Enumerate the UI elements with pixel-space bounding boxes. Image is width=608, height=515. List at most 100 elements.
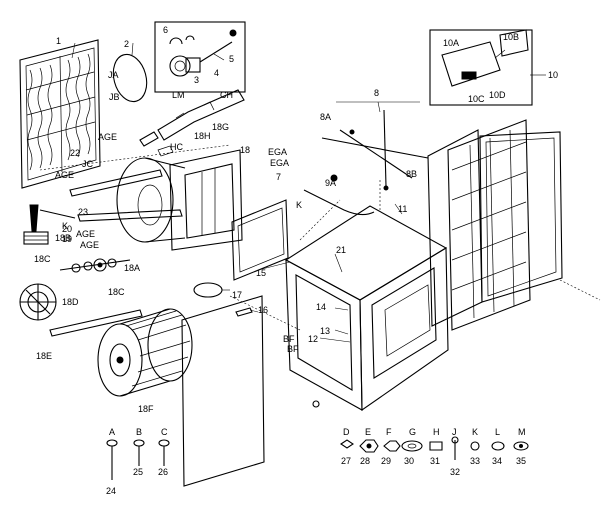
letter-codes: A B C D E F G H J K L M K K LM CH HC AGE… bbox=[55, 70, 526, 437]
code-B: B bbox=[136, 427, 142, 437]
callout-labels: 1 2 3 4 5 6 7 8 8A 8B 9A 10 10A 10B 10C … bbox=[34, 25, 558, 496]
pulley-wheel bbox=[19, 283, 57, 321]
callout-18G: 18G bbox=[212, 122, 229, 132]
right-filter-panels bbox=[427, 119, 601, 331]
callout-15: 15 bbox=[256, 268, 266, 278]
callout-16: 16 bbox=[258, 305, 268, 315]
callout-8B: 8B bbox=[406, 169, 417, 179]
code-CH: CH bbox=[220, 90, 233, 100]
front-grille bbox=[181, 295, 301, 487]
callout-32: 32 bbox=[450, 467, 460, 477]
code-H: H bbox=[433, 427, 440, 437]
code-K-cabinet: K bbox=[296, 200, 302, 210]
callout-18F: 18F bbox=[138, 404, 154, 414]
bolt-c bbox=[158, 439, 170, 466]
callout-33: 33 bbox=[470, 456, 480, 466]
bolt-b bbox=[133, 439, 145, 466]
water-distributor bbox=[321, 109, 429, 191]
motor-inset bbox=[154, 21, 246, 93]
code-K-panel: K bbox=[62, 221, 68, 231]
callout-4: 4 bbox=[214, 68, 219, 78]
cabinet bbox=[284, 180, 449, 412]
code-J: J bbox=[452, 427, 457, 437]
code-AGE-3: AGE bbox=[76, 229, 95, 239]
callout-10D: 10D bbox=[489, 90, 506, 100]
code-EGA-1: EGA bbox=[268, 147, 287, 157]
part-j bbox=[451, 436, 459, 460]
code-G: G bbox=[409, 427, 416, 437]
part-m bbox=[513, 441, 529, 451]
code-LM: LM bbox=[172, 90, 185, 100]
code-JB: JB bbox=[109, 92, 120, 102]
callout-18D: 18D bbox=[62, 297, 79, 307]
callout-24: 24 bbox=[106, 486, 116, 496]
switch-inset bbox=[429, 29, 533, 106]
callout-10: 10 bbox=[548, 70, 558, 80]
callout-18A: 18A bbox=[124, 263, 140, 273]
part-d bbox=[340, 439, 354, 449]
hardware-row bbox=[106, 436, 529, 480]
callout-20: 20 bbox=[62, 224, 72, 234]
code-JA: JA bbox=[108, 70, 119, 80]
callout-18C-b: 18C bbox=[108, 287, 125, 297]
callout-8: 8 bbox=[374, 88, 379, 98]
callout-5: 5 bbox=[229, 54, 234, 64]
callout-3: 3 bbox=[194, 75, 199, 85]
callout-18C-a: 18C bbox=[34, 254, 51, 264]
callout-7: 7 bbox=[276, 172, 281, 182]
callout-18: 18 bbox=[240, 145, 250, 155]
code-F: F bbox=[386, 427, 392, 437]
callout-10C: 10C bbox=[468, 94, 485, 104]
callout-13: 13 bbox=[320, 326, 330, 336]
callout-27: 27 bbox=[341, 456, 351, 466]
part-e bbox=[359, 439, 379, 453]
code-AGE-2: AGE bbox=[55, 170, 74, 180]
bolt-a bbox=[106, 439, 118, 480]
callout-21: 21 bbox=[336, 245, 346, 255]
belt-ring bbox=[112, 53, 148, 103]
code-C: C bbox=[161, 427, 168, 437]
callout-1: 1 bbox=[56, 36, 61, 46]
callout-17: 17 bbox=[232, 290, 242, 300]
tubing bbox=[303, 189, 375, 216]
callout-34: 34 bbox=[492, 456, 502, 466]
callout-31: 31 bbox=[430, 456, 440, 466]
callout-8A: 8A bbox=[320, 112, 331, 122]
callout-11: 11 bbox=[398, 204, 407, 214]
callout-25: 25 bbox=[133, 467, 143, 477]
leader-lines bbox=[71, 42, 546, 343]
blower-rod bbox=[49, 309, 143, 337]
callout-18E: 18E bbox=[36, 351, 52, 361]
part-f bbox=[383, 440, 401, 452]
callout-10A: 10A bbox=[443, 38, 459, 48]
pad-frame bbox=[231, 199, 289, 281]
callout-26: 26 bbox=[158, 467, 168, 477]
blower-wheel bbox=[97, 308, 193, 397]
code-BF-2: BF bbox=[287, 344, 299, 354]
part-k bbox=[470, 441, 480, 451]
code-K: K bbox=[472, 427, 478, 437]
pump-motor bbox=[23, 204, 76, 245]
code-AGE-4: AGE bbox=[80, 240, 99, 250]
callout-23: 23 bbox=[78, 207, 88, 217]
callout-22: 22 bbox=[70, 148, 80, 158]
callout-9A: 9A bbox=[325, 178, 336, 188]
float-pad bbox=[193, 282, 223, 298]
code-L: L bbox=[495, 427, 500, 437]
drain-clip bbox=[235, 307, 253, 317]
callout-28: 28 bbox=[360, 456, 370, 466]
blower-housing bbox=[116, 149, 243, 251]
code-BF-1: BF bbox=[283, 334, 295, 344]
callout-19: 19 bbox=[62, 234, 72, 244]
callout-18B: 18B bbox=[55, 233, 71, 243]
callout-29: 29 bbox=[381, 456, 391, 466]
code-D: D bbox=[343, 427, 350, 437]
part-l bbox=[491, 441, 505, 451]
code-E: E bbox=[365, 427, 371, 437]
callout-35: 35 bbox=[516, 456, 526, 466]
support-rail bbox=[39, 144, 231, 222]
callout-6: 6 bbox=[163, 25, 168, 35]
callout-18H: 18H bbox=[194, 131, 211, 141]
code-AGE-1: AGE bbox=[98, 132, 117, 142]
